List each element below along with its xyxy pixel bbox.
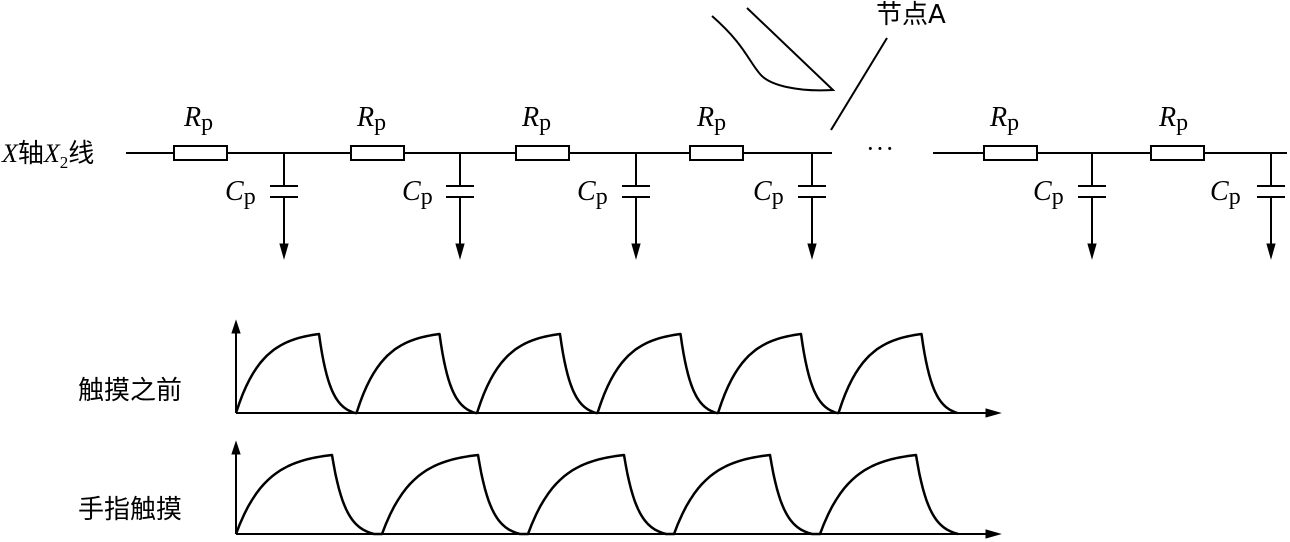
resistor-label: Rp: [357, 102, 387, 136]
line-subscript: 2: [59, 153, 69, 172]
waveform-before-x-arrow-icon: [985, 408, 1002, 418]
resistor: [515, 145, 570, 161]
capacitor-label: Cp: [402, 176, 433, 210]
waveform-before-y-arrow-icon: [231, 319, 241, 334]
capacitor-label: Cp: [753, 176, 784, 210]
waveform-touch-y-arrow-icon: [231, 440, 241, 455]
resistor: [173, 145, 228, 161]
line-letter: X: [43, 139, 60, 168]
axis-letter: X: [2, 139, 18, 168]
resistor-label: Rp: [522, 102, 552, 136]
ground-arrow-icon: [1266, 243, 1276, 260]
capacitor-label: Cp: [577, 176, 608, 210]
ground-arrow-icon: [807, 243, 817, 260]
ground-arrow-icon: [455, 243, 465, 260]
resistor: [350, 145, 405, 161]
ground-arrow-icon: [279, 243, 289, 260]
waveform-touch-x-arrow-icon: [985, 529, 1002, 539]
resistor-label: Rp: [1159, 102, 1189, 136]
resistor-label: Rp: [990, 102, 1020, 136]
resistor: [983, 145, 1038, 161]
line-text: 线: [68, 139, 95, 169]
ground-arrow-icon: [631, 243, 641, 260]
resistor: [689, 145, 744, 161]
ellipsis: ···: [866, 134, 895, 163]
node-a-pointer: [830, 37, 888, 131]
ground-arrow-icon: [1087, 243, 1097, 260]
capacitor-label: Cp: [1033, 176, 1064, 210]
resistor-label: Rp: [184, 102, 214, 136]
capacitor-label: Cp: [225, 176, 256, 210]
waveform-label-touch: 手指触摸: [78, 495, 183, 525]
waveform-touch-curve: [234, 453, 959, 536]
waveform-label-before: 触摸之前: [78, 376, 183, 406]
waveform-before-curve: [234, 332, 958, 415]
axis-text: 轴: [17, 139, 44, 169]
node-a-label: 节点A: [876, 0, 946, 30]
resistor: [1150, 145, 1205, 161]
finger-icon: [711, 7, 836, 92]
capacitor-label: Cp: [1210, 176, 1241, 210]
line-label: X轴X2线: [2, 139, 95, 172]
resistor-label: Rp: [697, 102, 727, 136]
